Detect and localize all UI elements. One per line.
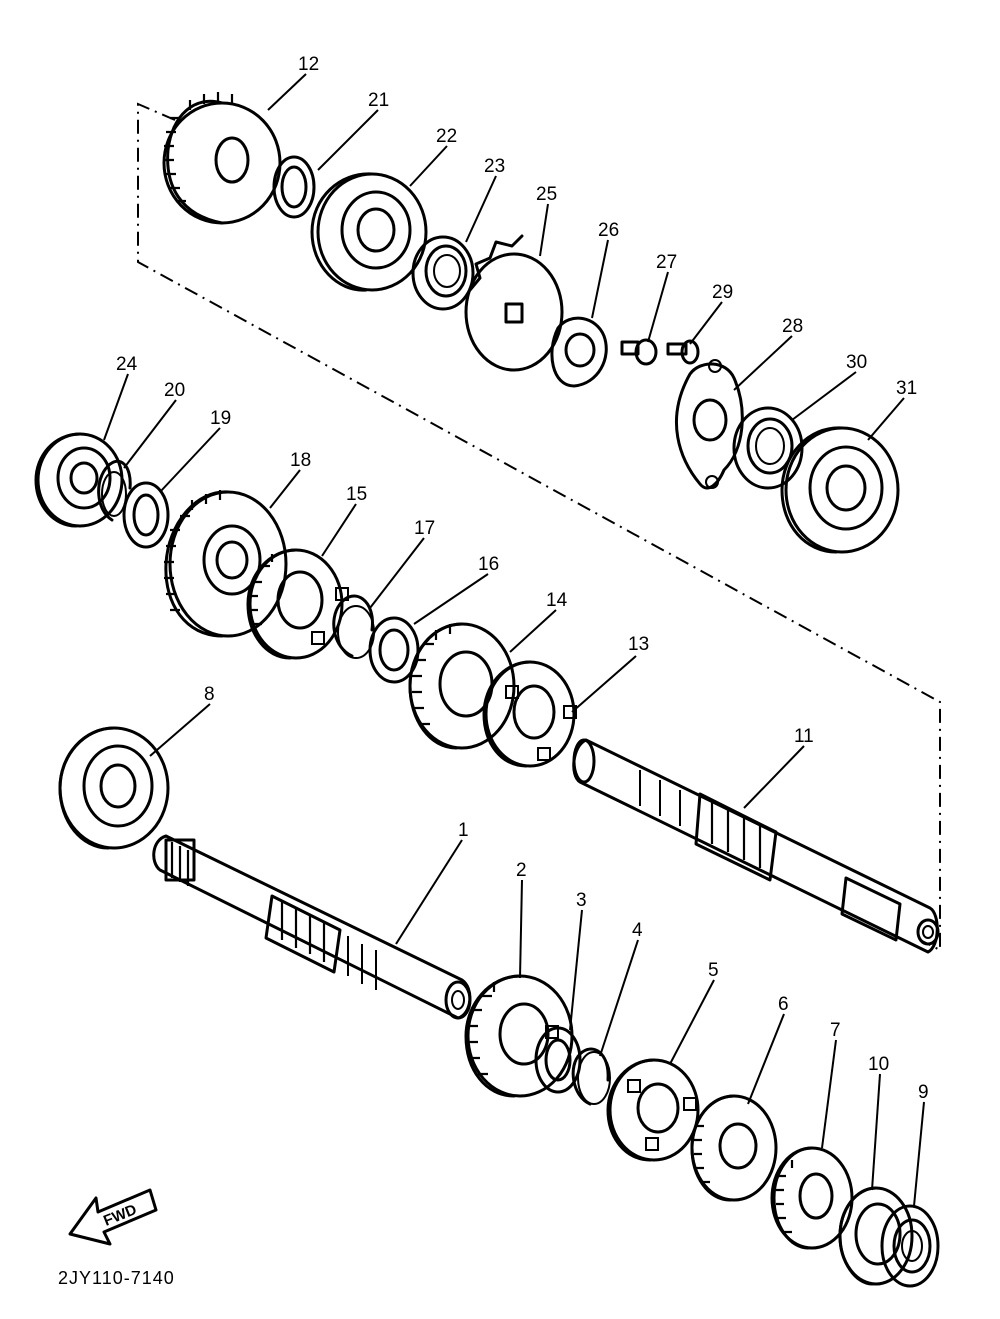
callout-20: 20 — [164, 380, 185, 401]
callout-15: 15 — [346, 484, 367, 505]
screw-29 — [666, 339, 700, 365]
callout-2: 2 — [516, 860, 527, 881]
callout-18: 18 — [290, 450, 311, 471]
bolt-27 — [620, 338, 658, 366]
callout-23: 23 — [484, 156, 505, 177]
gear-7 — [770, 1146, 854, 1250]
callout-22: 22 — [436, 126, 457, 147]
callout-11: 11 — [794, 726, 814, 747]
seal-9 — [880, 1204, 940, 1288]
callout-4: 4 — [632, 920, 643, 941]
drive-axle-11 — [572, 738, 940, 954]
sprocket-25 — [464, 234, 564, 372]
gear-6 — [690, 1094, 778, 1202]
callout-27: 27 — [656, 252, 677, 273]
gear-13 — [482, 660, 577, 768]
callout-12: 12 — [298, 54, 319, 75]
callout-13: 13 — [628, 634, 649, 655]
circlip-4 — [571, 1047, 611, 1106]
washer-19 — [122, 481, 170, 549]
bearing-22 — [310, 172, 428, 292]
callout-8: 8 — [204, 684, 215, 705]
gear-12 — [162, 92, 282, 225]
callout-14: 14 — [546, 590, 568, 611]
callout-16: 16 — [478, 554, 499, 575]
gear-5 — [606, 1058, 700, 1162]
bearing-8 — [58, 726, 170, 850]
circlip-20 — [97, 459, 132, 522]
callout-29: 29 — [712, 282, 733, 303]
callout-3: 3 — [576, 890, 587, 911]
gear-15 — [246, 548, 349, 660]
callout-9: 9 — [918, 1082, 929, 1103]
circlip-17 — [332, 594, 375, 659]
washer-21 — [272, 155, 316, 219]
gear-14 — [408, 622, 516, 750]
callout-7: 7 — [830, 1020, 841, 1041]
callout-1: 1 — [458, 820, 469, 841]
diagram-code: 2JY110-7140 — [58, 1268, 175, 1288]
fwd-arrow-icon: FWD — [68, 1188, 158, 1246]
callout-17: 17 — [414, 518, 435, 539]
bearing-24 — [34, 432, 124, 528]
callout-6: 6 — [778, 994, 789, 1015]
callout-25: 25 — [536, 184, 557, 205]
callout-30: 30 — [846, 352, 867, 373]
callout-31: 31 — [896, 378, 917, 399]
callout-28: 28 — [782, 316, 803, 337]
gear-18 — [164, 490, 288, 638]
seal-30 — [732, 406, 804, 490]
washer-3 — [534, 1026, 582, 1094]
callout-5: 5 — [708, 960, 719, 981]
callout-21: 21 — [368, 90, 389, 111]
plate-28 — [675, 359, 744, 490]
callout-19: 19 — [210, 408, 231, 429]
callout-10: 10 — [868, 1054, 889, 1075]
assembly-bracket — [137, 102, 941, 952]
callout-26: 26 — [598, 220, 619, 241]
callout-labels: 12 21 22 23 25 26 27 29 28 30 31 24 20 1… — [116, 54, 929, 1103]
gear-2 — [464, 974, 574, 1098]
leader-lines — [103, 73, 925, 1207]
lock-washer-26 — [550, 316, 608, 388]
seal-23 — [411, 235, 475, 311]
bearing-10 — [838, 1186, 914, 1286]
callout-24: 24 — [116, 354, 138, 375]
main-axle-1 — [152, 834, 472, 1020]
bearing-31 — [780, 426, 900, 554]
